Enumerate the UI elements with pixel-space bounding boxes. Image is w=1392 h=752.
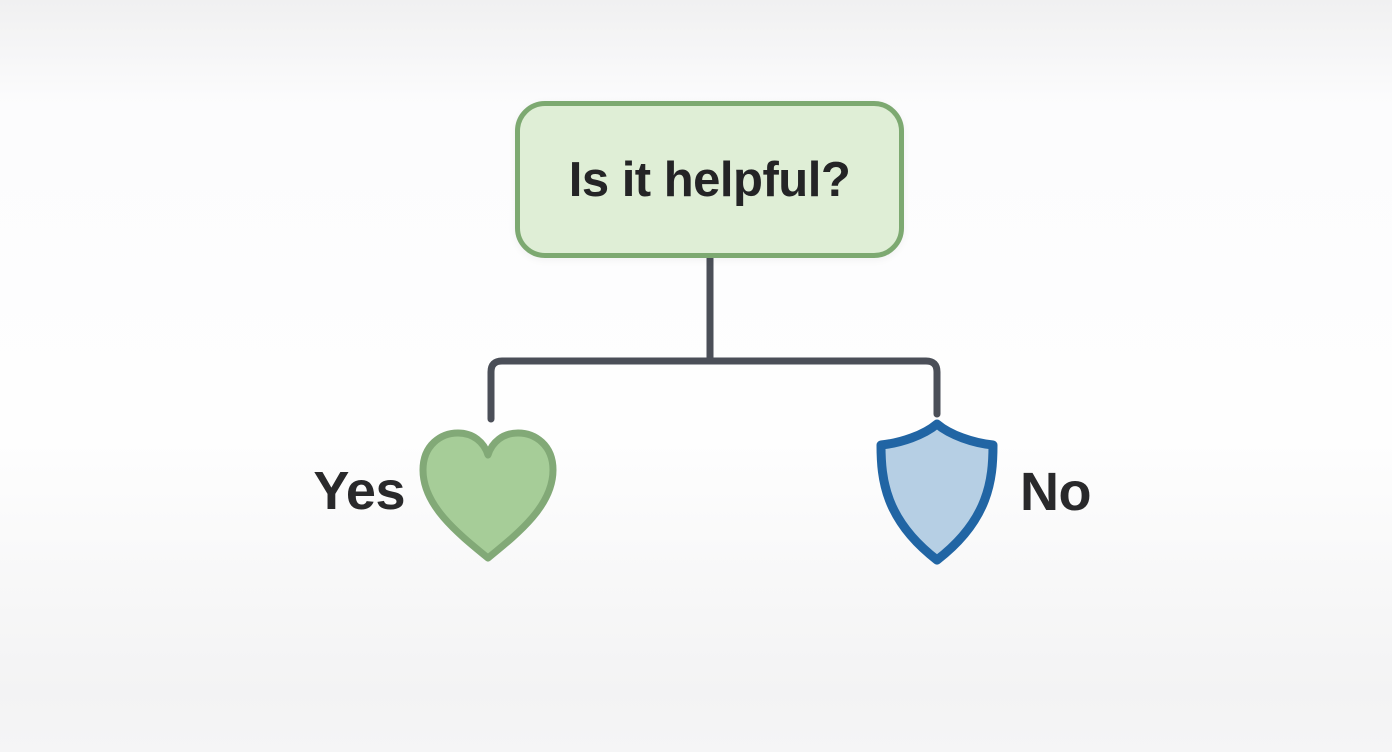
heart-shape — [419, 429, 557, 562]
decision-node-label: Is it helpful? — [568, 152, 851, 207]
connector-branches — [487, 357, 941, 423]
no-branch-label: No — [1020, 462, 1091, 522]
heart-icon — [419, 429, 557, 562]
shield-shape — [876, 419, 998, 565]
decision-node: Is it helpful? — [515, 101, 904, 258]
shield-icon — [876, 419, 998, 565]
yes-branch-label: Yes — [313, 461, 405, 521]
